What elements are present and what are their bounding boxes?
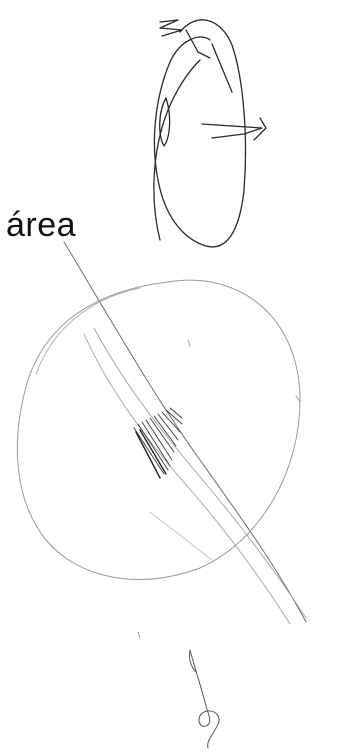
top-loop-drawing	[154, 20, 266, 247]
signature	[189, 650, 219, 748]
vessel-lines	[84, 328, 306, 624]
hatched-area	[134, 408, 182, 478]
small-marks	[138, 340, 300, 638]
area-label: área	[6, 208, 76, 242]
